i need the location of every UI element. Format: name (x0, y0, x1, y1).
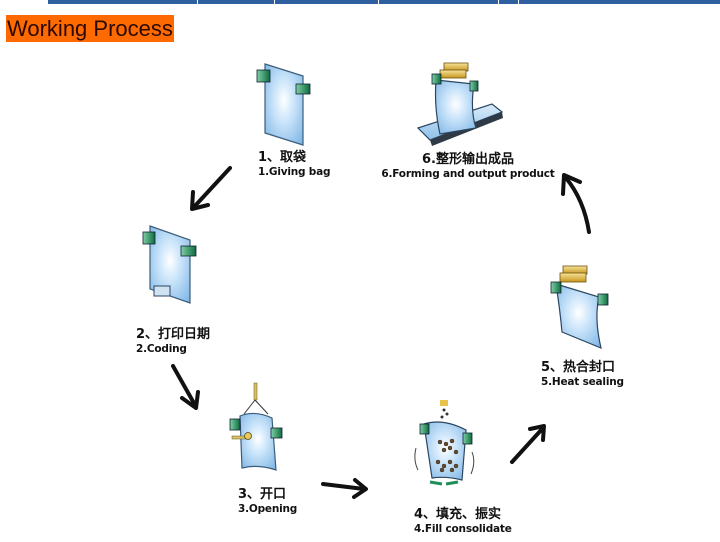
clip-icon (180, 245, 197, 257)
nav-separator (274, 0, 275, 4)
step-1-en: 1.Giving bag (258, 166, 331, 178)
step-2-label: 2、打印日期 2.Coding (136, 327, 210, 356)
sealer-icon (559, 272, 587, 283)
arrow-right-icon (321, 478, 368, 499)
step-1-label: 1、取袋 1.Giving bag (258, 150, 331, 179)
arrow-up-right-icon (510, 424, 546, 464)
step-2-en: 2.Coding (136, 343, 187, 355)
step-3-en: 3.Opening (238, 503, 298, 515)
step-4-cn: 4、填充、振实 (414, 507, 502, 522)
clip-icon (295, 83, 311, 95)
clip-icon (229, 418, 241, 431)
arrow-down-left-icon (190, 166, 232, 211)
step-6-cn: 6.整形输出成品 (422, 152, 514, 167)
clip-icon (462, 432, 473, 445)
step-5-cn: 5、热合封口 (541, 360, 616, 375)
step-4-en: 4.Fill consolidate (414, 523, 512, 535)
step-5-en: 5.Heat sealing (541, 376, 624, 388)
clip-icon (270, 427, 283, 439)
step-3-cn: 3、开口 (238, 487, 287, 502)
step-5-label: 5、热合封口 5.Heat sealing (541, 360, 624, 389)
clip-icon (256, 69, 271, 83)
sealer-icon (439, 69, 467, 79)
nav-separator (518, 0, 519, 4)
step-5-sealing-icon (550, 265, 609, 349)
top-navigation-bar (48, 0, 720, 4)
nav-separator (378, 0, 379, 4)
step-6-en: 6.Forming and output product (381, 168, 555, 180)
section-title: Working Process (6, 15, 174, 42)
clip-icon (419, 423, 430, 435)
step-3-opening-icon (229, 382, 283, 471)
step-6-label: 6.整形输出成品 6.Forming and output product (380, 152, 556, 181)
clip-icon (142, 231, 156, 245)
step-2-coding-icon (142, 225, 197, 304)
clip-icon (469, 80, 479, 92)
step-2-cn: 2、打印日期 (136, 327, 211, 342)
clip-icon (431, 73, 442, 85)
arrow-down-right-icon (171, 364, 200, 410)
clip-icon (597, 293, 609, 306)
step-6-forming-icon (416, 62, 504, 146)
clip-icon (550, 281, 562, 294)
nav-separator (197, 0, 198, 4)
step-1-bag-icon (256, 63, 311, 146)
step-1-cn: 1、取袋 (258, 150, 307, 165)
nav-separator (498, 0, 499, 4)
printer-icon (153, 285, 171, 297)
step-4-label: 4、填充、振实 4.Fill consolidate (414, 507, 512, 536)
step-4-filling-icon (414, 400, 475, 486)
step-3-label: 3、开口 3.Opening (238, 487, 297, 516)
arrow-up-left-icon (561, 173, 591, 234)
